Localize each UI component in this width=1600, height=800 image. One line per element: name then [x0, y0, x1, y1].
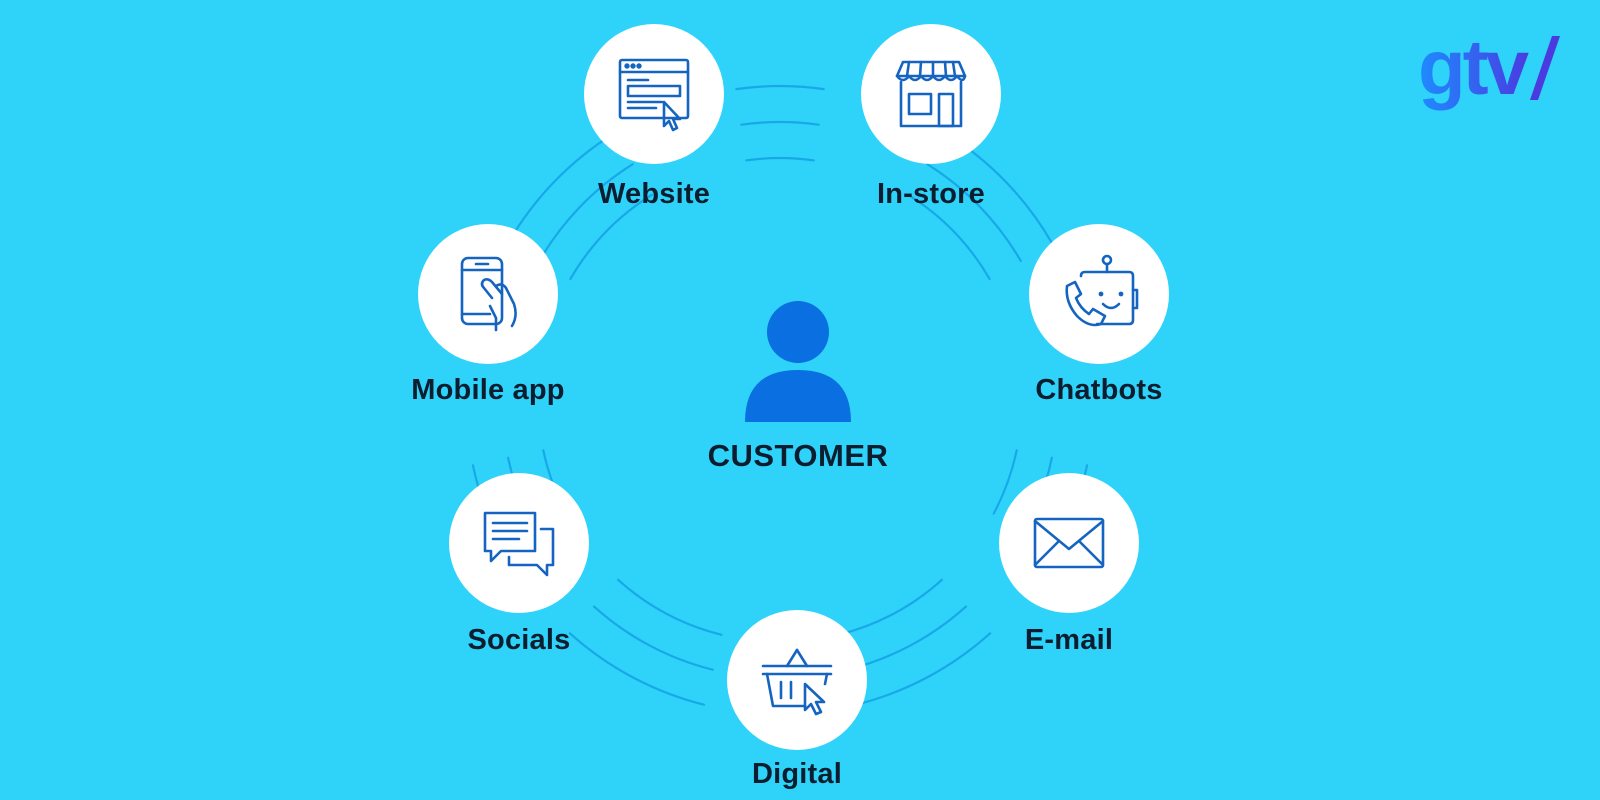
chatbots-node — [1029, 224, 1169, 364]
ring-arc-4-1 — [592, 605, 714, 671]
website-label: Website — [597, 178, 711, 210]
ring-arc-1-1 — [926, 163, 1022, 263]
digital-label: Digital — [751, 758, 842, 790]
email-node — [999, 473, 1139, 613]
envelope-icon — [1033, 517, 1105, 569]
shopping-basket-cursor-icon — [761, 648, 833, 716]
robot-phone-icon — [1065, 254, 1139, 327]
gtv-logo: gtv — [1418, 28, 1560, 111]
browser-window-icon — [618, 58, 690, 132]
ring-arc-3-0 — [837, 578, 943, 636]
ring-arc-6-1 — [538, 163, 634, 263]
ring-arc-3-2 — [854, 632, 992, 706]
ring-arc-0-2 — [735, 84, 825, 91]
in-store-label: In-store — [877, 178, 985, 210]
chatbots-label: Chatbots — [1035, 374, 1163, 406]
chat-bubbles-icon — [483, 511, 555, 577]
website-node — [584, 24, 724, 164]
mobile-app-label: Mobile app — [411, 374, 565, 406]
smartphone-hand-icon — [460, 256, 517, 332]
socials-label: Socials — [467, 624, 571, 656]
socials-node — [449, 473, 589, 613]
ring-arc-0-0 — [745, 156, 815, 162]
digital-node — [727, 610, 867, 750]
ring-arc-6-0 — [569, 193, 653, 281]
storefront-icon — [895, 60, 967, 128]
ring-arc-0-1 — [740, 120, 820, 126]
mobile-app-node — [418, 224, 558, 364]
svg-text:gtv: gtv — [1418, 28, 1530, 111]
ring-arc-4-0 — [617, 578, 723, 636]
in-store-node — [861, 24, 1001, 164]
person-icon — [745, 301, 851, 422]
customer-label: CUSTOMER — [707, 438, 889, 473]
ring-arc-2-0 — [992, 449, 1018, 515]
ring-arc-4-2 — [568, 632, 706, 706]
ring-arc-1-0 — [907, 193, 991, 281]
email-label: E-mail — [1024, 624, 1114, 656]
